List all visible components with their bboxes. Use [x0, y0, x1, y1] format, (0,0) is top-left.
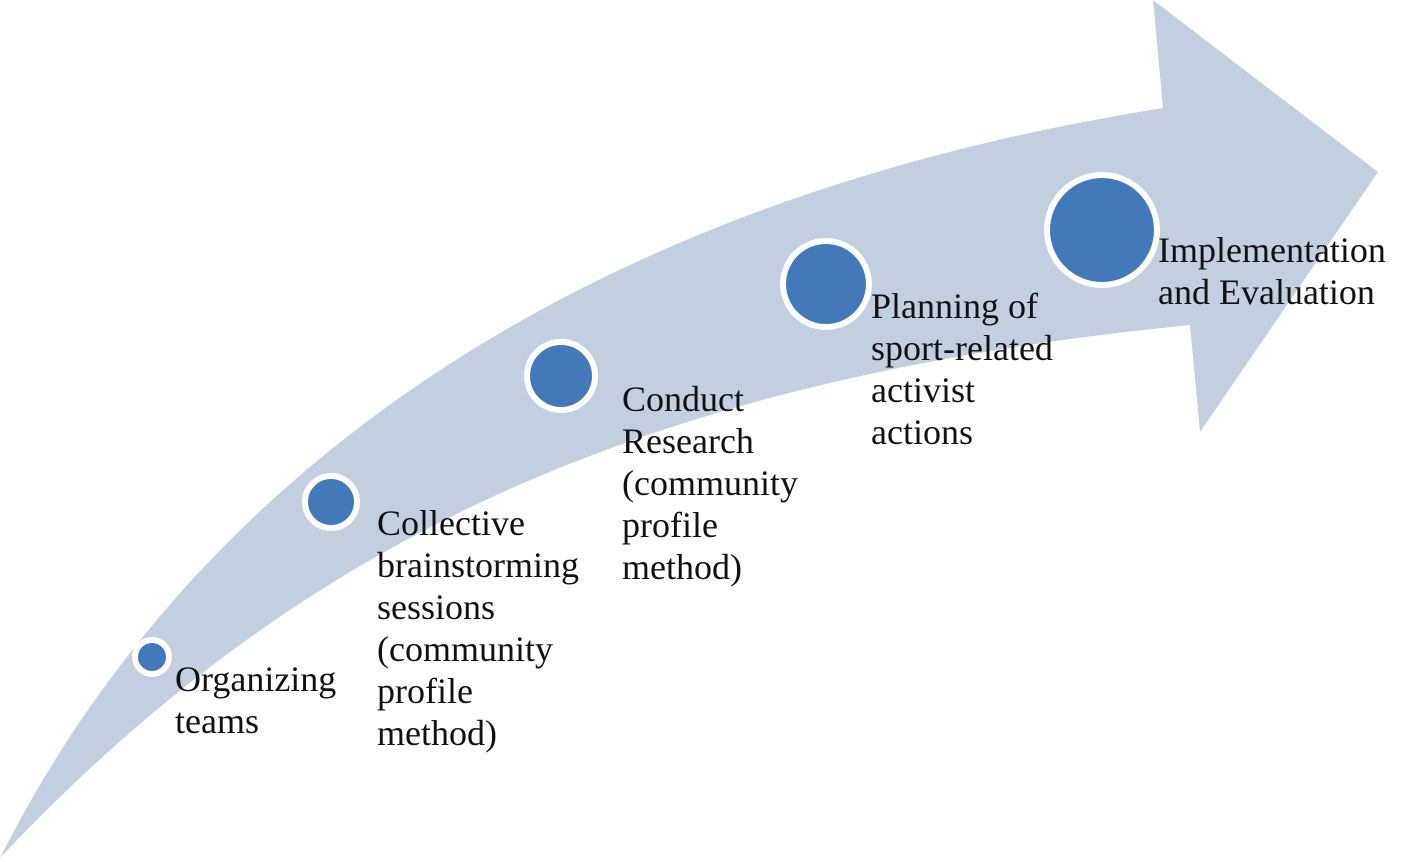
step-2-label: Collective brainstorming sessions (commu…: [377, 503, 579, 753]
arrow-body: [0, 0, 1378, 858]
step-5-node: [1044, 172, 1160, 288]
step-1-label: Organizing teams: [175, 659, 337, 741]
step-3-node: [524, 339, 598, 413]
step-1-node: [132, 637, 172, 677]
step-2-node: [302, 473, 360, 531]
step-3-label: Conduct Research (community profile meth…: [622, 379, 798, 587]
step-4-node: [780, 238, 872, 330]
step-5-label: Implementation and Evaluation: [1158, 230, 1386, 312]
step-4-label: Planning of sport-related activist actio…: [871, 286, 1053, 452]
